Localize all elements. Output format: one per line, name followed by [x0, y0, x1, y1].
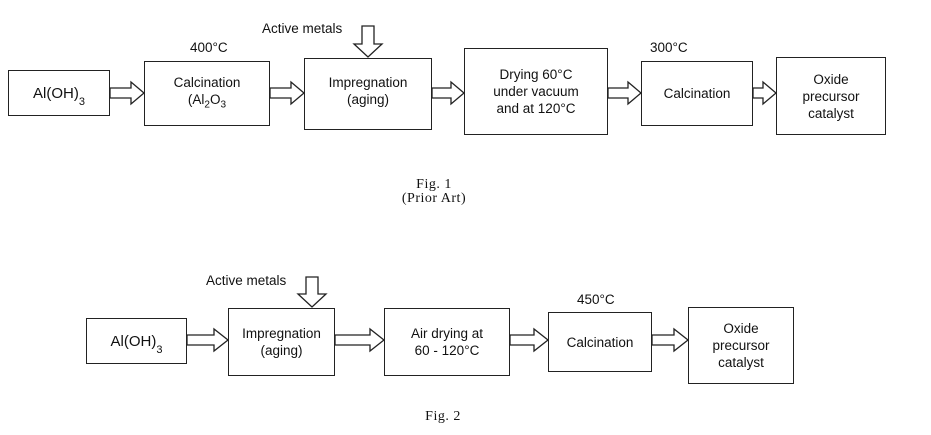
box-text: Impregnation [329, 74, 408, 91]
box-text: Al(OH)3 [33, 85, 85, 108]
flow-arrow [608, 82, 641, 104]
active-metals-label: Active metals [206, 273, 286, 288]
process-box-air-drying: Air drying at 60 - 120°C [384, 308, 510, 376]
flow-arrow [270, 82, 304, 104]
process-box-oxide-catalyst: Oxide precursor catalyst [688, 307, 794, 384]
flow-arrow [335, 329, 384, 351]
box-text: (aging) [347, 91, 389, 108]
box-text: 60 - 120°C [415, 342, 480, 359]
flow-arrow [432, 82, 464, 104]
process-box-impregnation: Impregnation (aging) [304, 58, 432, 130]
process-box-aluminum-hydroxide: Al(OH)3 [86, 318, 187, 364]
calcination-temperature-label: 450°C [577, 292, 615, 307]
process-box-aluminum-hydroxide: Al(OH)3 [8, 70, 110, 116]
box-text: precursor [802, 88, 859, 105]
process-box-calcination: Calcination (Al2O3 [144, 61, 270, 126]
calcination-temperature-label: 400°C [190, 40, 228, 55]
box-text: Drying 60°C [500, 66, 573, 83]
box-text: (Al2O3 [188, 91, 226, 114]
box-text: catalyst [718, 354, 764, 371]
active-metals-label: Active metals [262, 21, 342, 36]
caption-title: Fig. 1 [374, 178, 494, 192]
caption-title: Fig. 2 [383, 410, 503, 424]
process-box-calcination: Calcination [548, 312, 652, 372]
figure-caption: Fig. 1 (Prior Art) [374, 178, 494, 206]
box-text: under vacuum [493, 83, 579, 100]
box-text: Air drying at [411, 325, 483, 342]
flow-arrow [652, 329, 688, 351]
box-text: Calcination [174, 74, 241, 91]
box-text: and at 120°C [497, 100, 576, 117]
process-box-impregnation: Impregnation (aging) [228, 308, 335, 376]
process-box-drying: Drying 60°C under vacuum and at 120°C [464, 48, 608, 135]
process-box-calcination: Calcination [641, 61, 753, 126]
box-text: Impregnation [242, 325, 321, 342]
input-arrow-down [354, 26, 382, 57]
calcination-temperature-label: 300°C [650, 40, 688, 55]
box-text: Calcination [664, 85, 731, 102]
flow-arrow [753, 82, 776, 104]
box-text: catalyst [808, 105, 854, 122]
box-text: precursor [712, 337, 769, 354]
flow-arrow [110, 82, 144, 104]
box-text: Al(OH)3 [111, 333, 163, 356]
input-arrow-down [298, 277, 326, 307]
process-box-oxide-catalyst: Oxide precursor catalyst [776, 57, 886, 135]
box-text: Oxide [813, 71, 848, 88]
box-text: Calcination [567, 334, 634, 351]
flow-arrow [187, 329, 228, 351]
figure-caption: Fig. 2 [383, 410, 503, 424]
flow-arrow [510, 329, 548, 351]
caption-subtitle: (Prior Art) [374, 192, 494, 206]
box-text: Oxide [723, 320, 758, 337]
box-text: (aging) [260, 342, 302, 359]
